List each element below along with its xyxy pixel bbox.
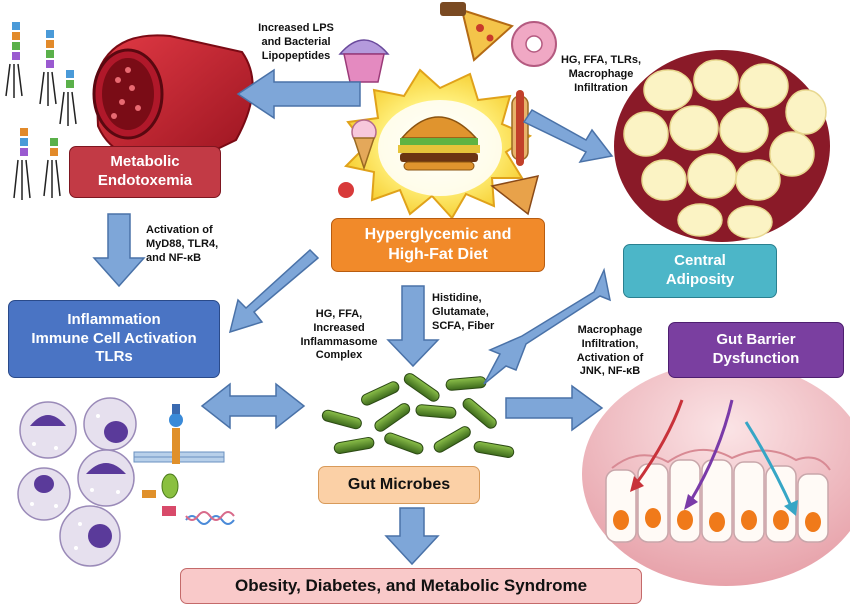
chocolate-icon [440, 2, 466, 16]
label-activation-myd88: Activation of MyD88, TLR4, and NF-κB [146, 224, 219, 264]
candy-icon [338, 182, 354, 198]
node-inflammation: Inflammation Immune Cell Activation TLRs [8, 300, 220, 378]
arrow-adiposity-microbes-double [483, 267, 612, 385]
pie-slice-icon [490, 175, 540, 216]
label-macrophage-jnk: Macrophage Infiltration, Activation of J… [576, 324, 644, 378]
leak-arrow-teal [744, 421, 794, 509]
node-central-adiposity: Central Adiposity [623, 244, 777, 298]
donut-icon [511, 21, 557, 67]
leak-arrow-purple [688, 399, 734, 503]
label-increased-lps: Increased LPS and Bacterial Lipopeptides [258, 22, 334, 62]
cupcake-icon [338, 39, 390, 83]
adipose-tissue-illustration [614, 50, 830, 242]
arrow-diet-to-adiposity [522, 109, 614, 164]
vessel-lumen [102, 58, 154, 130]
node-gut-barrier-dysfunction: Gut Barrier Dysfunction [668, 322, 844, 378]
label-hg-ffa-tlrs: HG, FFA, TLRs, Macrophage Infiltration [560, 54, 642, 94]
arrow-microbes-to-barrier [505, 384, 604, 432]
hotdog-icon [511, 90, 529, 166]
flow-arrows [92, 68, 614, 566]
leak-arrow-red [634, 399, 684, 485]
arrow-diet-to-endotoxemia [236, 68, 361, 120]
arrow-diet-to-inflammation [228, 248, 320, 334]
label-hg-ffa-inflammasome: HG, FFA, Increased Inflammasome Complex [300, 308, 378, 362]
signaling-pathway-illustration [133, 404, 235, 525]
burger-icon [398, 116, 480, 171]
node-gut-microbes: Gut Microbes [318, 466, 480, 504]
arrow-diet-to-microbes [386, 285, 440, 368]
lps-molecule-illustration [5, 22, 77, 200]
gut-barrier-illustration [582, 362, 850, 586]
gut-microbes-illustration [321, 373, 515, 459]
label-histidine-glutamate: Histidine, Glutamate, SCFA, Fiber [432, 292, 495, 332]
ice-cream-icon [351, 119, 377, 171]
arrow-endotoxemia-to-inflammation [92, 213, 146, 288]
arrow-microbes-to-outcome [384, 507, 440, 566]
blood-vessel-illustration [92, 34, 254, 166]
node-metabolic-endotoxemia: Metabolic Endotoxemia [69, 146, 221, 198]
node-hyperglycemic-high-fat-diet: Hyperglycemic and High-Fat Diet [331, 218, 545, 272]
immune-cells-illustration [17, 397, 137, 567]
node-outcome-obesity-diabetes: Obesity, Diabetes, and Metabolic Syndrom… [180, 568, 642, 604]
junk-food-illustration [338, 2, 557, 220]
pizza-icon [460, 8, 514, 62]
arrow-inflammation-microbes-double [200, 382, 306, 430]
